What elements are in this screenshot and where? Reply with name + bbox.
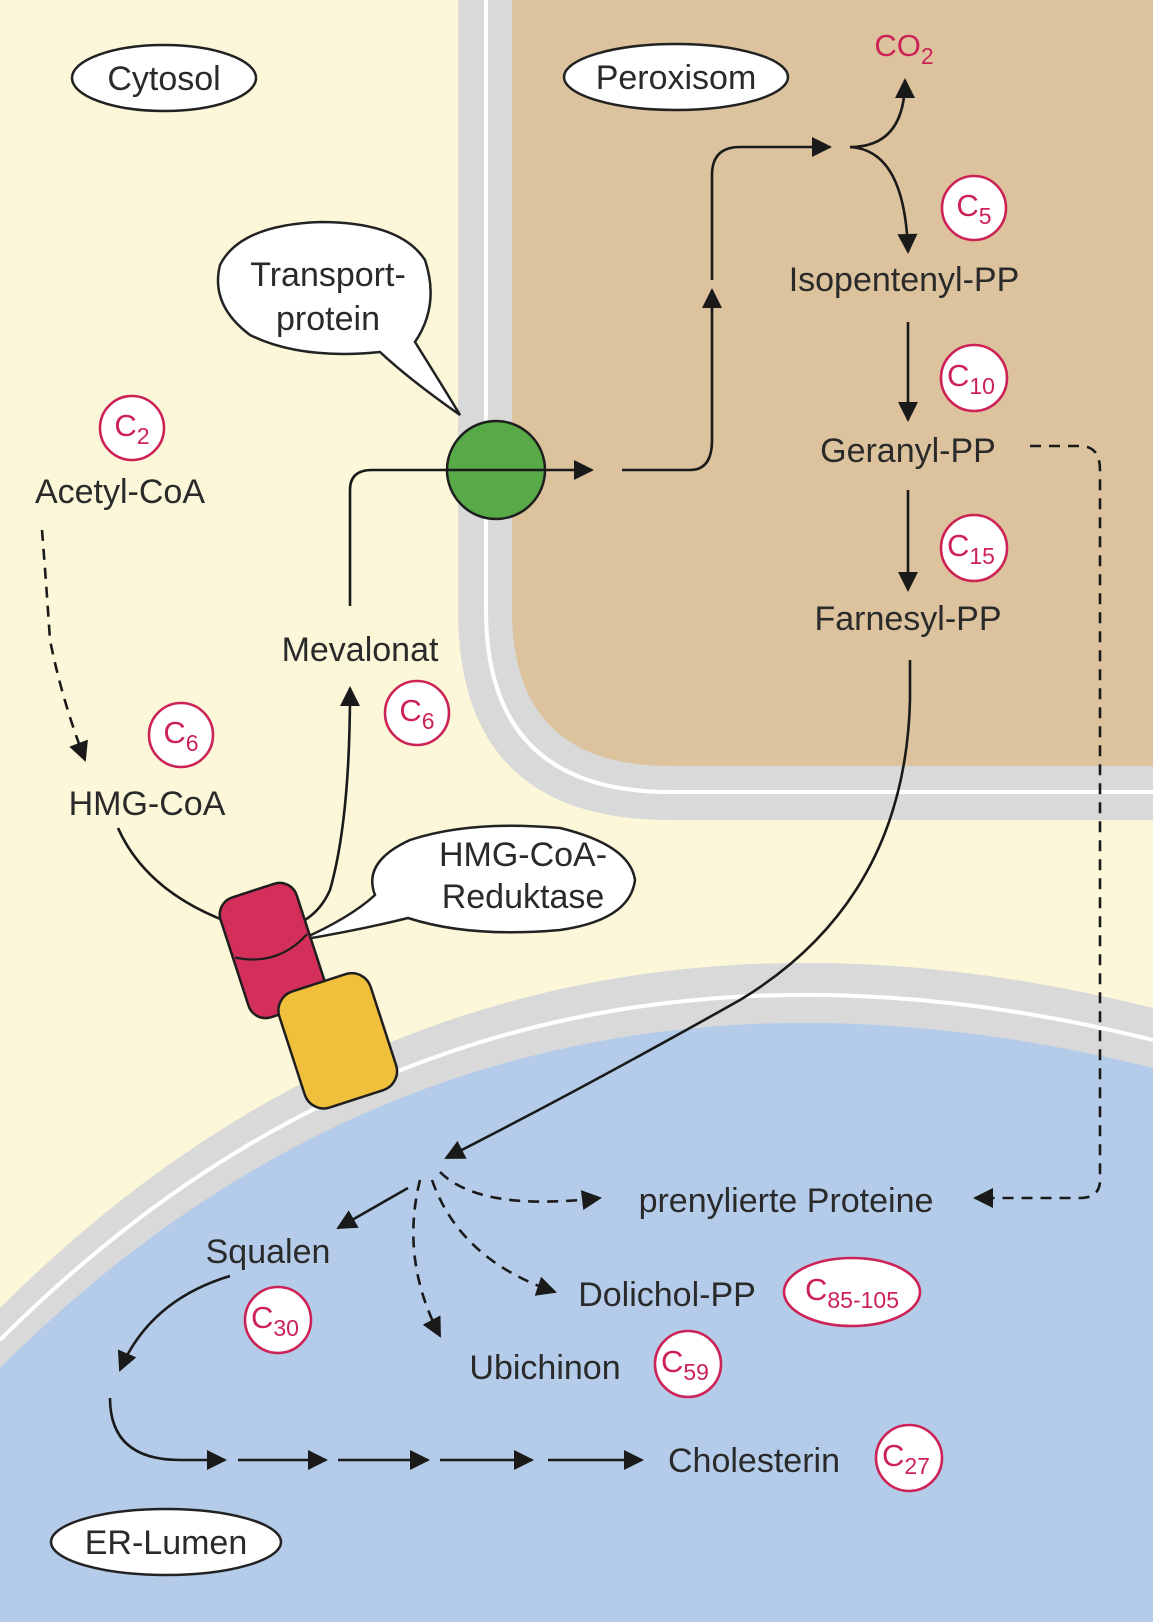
svg-text:C15: C15: [947, 528, 995, 569]
geranyl-pp-label: Geranyl-PP: [820, 432, 996, 470]
cytosol-label: Cytosol: [107, 60, 220, 98]
co2-label: CO2: [874, 28, 933, 69]
carbon-badge-c85-105: C85-105: [782, 1256, 922, 1328]
arrow-acetylcoa-to-hmgcoa: [40, 529, 88, 762]
hmg-coa-reductase-callout: HMG-CoA- Reduktase: [299, 824, 637, 942]
farnesyl-pp-label: Farnesyl-PP: [814, 600, 1001, 638]
carbon-badge-c2: C2: [98, 394, 166, 462]
dashed-to-ubichinon: [412, 1179, 442, 1338]
transport-protein-label-line2: protein: [276, 300, 380, 338]
hmg-coa-reductase-icon: [218, 881, 399, 1110]
arrow-to-co2: [849, 78, 915, 149]
line-mevalonat-to-transporter: [348, 460, 594, 606]
carbon-badge-c5: C5: [940, 174, 1008, 242]
svg-text:C59: C59: [661, 1344, 709, 1385]
acetyl-coa-label: Acetyl-CoA: [35, 473, 205, 511]
dolichol-pp-label: Dolichol-PP: [578, 1276, 756, 1314]
hmg-coa-label: HMG-CoA: [69, 785, 226, 823]
cytosol-label-bubble: Cytosol: [70, 43, 258, 113]
transport-protein-label-line1: Transport-: [250, 256, 406, 294]
svg-text:C10: C10: [947, 358, 995, 399]
squalen-label: Squalen: [206, 1233, 331, 1271]
dashed-to-prenylated: [439, 1171, 602, 1211]
curve-to-cholesterin-chain: [108, 1397, 227, 1470]
carbon-badge-c59: C59: [653, 1329, 723, 1399]
prenylierte-proteine-label: prenylierte Proteine: [639, 1182, 934, 1220]
transport-protein-callout: Transport- protein: [216, 220, 462, 417]
er-lumen: [0, 1022, 1153, 1622]
hmg-coa-reductase-label-line2: Reduktase: [442, 878, 605, 916]
arrow-to-squalen: [336, 1186, 409, 1230]
cholesterin-label: Cholesterin: [668, 1442, 840, 1480]
arrow-farnesyl-to-er: [444, 660, 912, 1160]
dashed-to-dolichol: [430, 1179, 557, 1296]
peroxisome-label-bubble: Peroxisom: [562, 42, 790, 112]
carbon-badge-c6-hmg: C6: [147, 701, 215, 769]
peroxisome-lumen: [512, 0, 1153, 766]
er-lumen-label: ER-Lumen: [85, 1524, 248, 1562]
carbon-badge-c27: C27: [874, 1423, 944, 1493]
peroxisome-label: Peroxisom: [596, 59, 757, 97]
arrow-to-isopentenyl: [849, 145, 918, 254]
carbon-badge-c6-mevalonat: C6: [383, 679, 451, 747]
mevalonat-label: Mevalonat: [282, 631, 439, 669]
svg-text:C5: C5: [956, 188, 991, 229]
svg-text:C27: C27: [882, 1438, 930, 1479]
carbon-badge-c10: C10: [939, 343, 1009, 413]
isopentenyl-pp-label: Isopentenyl-PP: [789, 261, 1020, 299]
svg-text:C30: C30: [251, 1300, 299, 1341]
carbon-badge-c30: C30: [243, 1285, 313, 1355]
svg-text:C2: C2: [114, 408, 149, 449]
svg-text:C6: C6: [399, 693, 434, 734]
ubichinon-label: Ubichinon: [469, 1349, 620, 1387]
line-transporter-into-peroxisome: [622, 288, 722, 472]
hmg-coa-reductase-label-line1: HMG-CoA-: [439, 836, 607, 874]
carbon-badge-c15: C15: [939, 513, 1009, 583]
arrow-squalen-down: [117, 1274, 231, 1372]
line-up-to-top: [710, 137, 832, 280]
er-lumen-label-bubble: ER-Lumen: [49, 1507, 283, 1577]
er-membrane-line: [0, 992, 1153, 1342]
peroxisome-membrane-line: [484, 0, 1153, 794]
svg-text:C85-105: C85-105: [805, 1272, 899, 1313]
svg-text:C6: C6: [163, 715, 198, 756]
dashed-geranyl-to-prenylated: [973, 444, 1102, 1208]
